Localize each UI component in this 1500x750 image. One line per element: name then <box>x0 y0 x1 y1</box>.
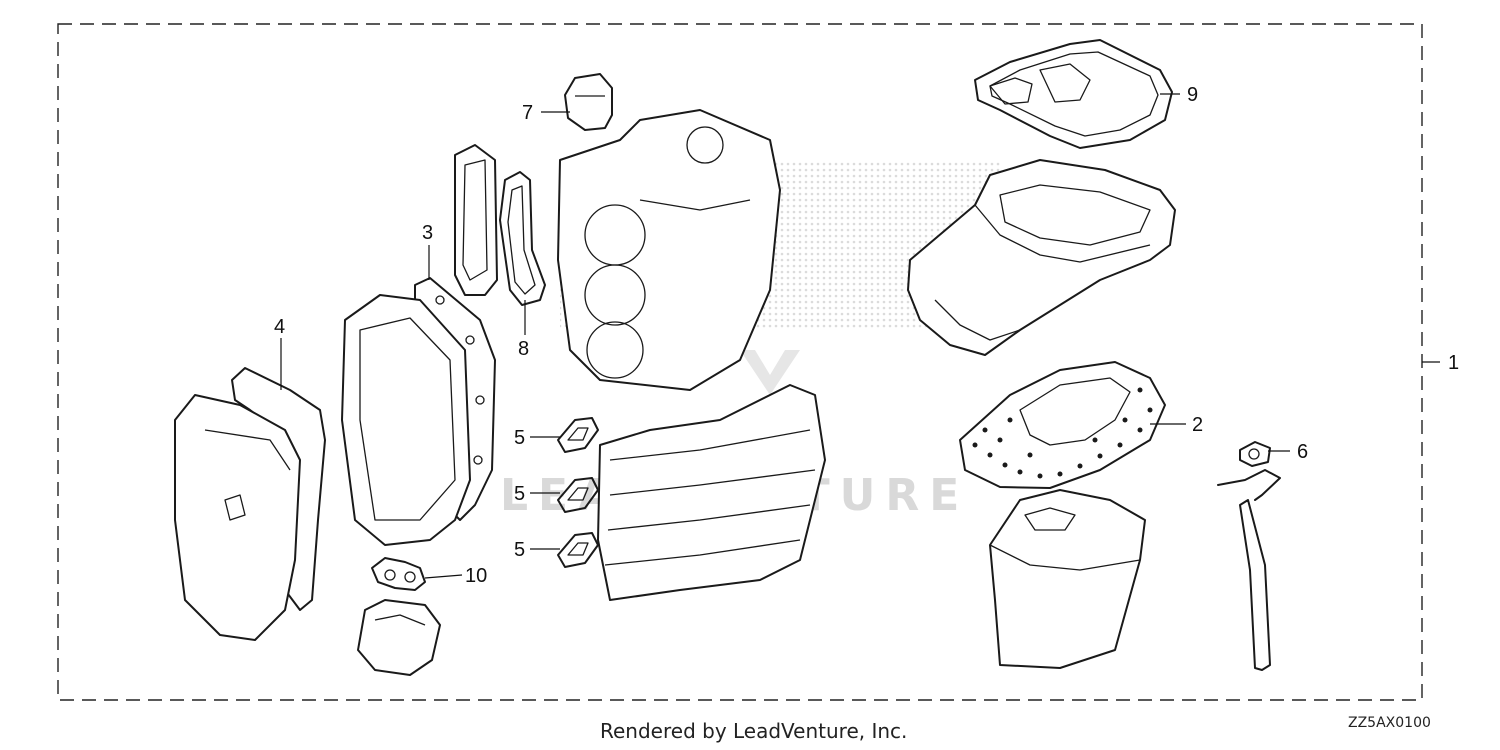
leader-lines <box>280 93 1440 579</box>
callout-2: 2 <box>1192 414 1203 436</box>
callout-10: 10 <box>465 565 487 587</box>
side-cover-plate <box>454 144 498 296</box>
callout-7: 7 <box>522 102 533 124</box>
part-2-base-gasket <box>959 361 1166 489</box>
callout-1: 1 <box>1448 352 1459 374</box>
callout-5c: 5 <box>514 539 525 561</box>
callout-4: 4 <box>274 316 285 338</box>
callout-6: 6 <box>1297 441 1308 463</box>
part-5-seal-b <box>557 477 599 513</box>
callout-5b: 5 <box>514 483 525 505</box>
cylinder-head <box>341 294 471 546</box>
exhaust-manifold <box>597 384 826 601</box>
part-10-gasket <box>371 557 426 591</box>
part-6-pipe-gasket <box>1239 441 1271 467</box>
callout-8: 8 <box>518 338 529 360</box>
drawing-code: ZZ5AX0100 <box>1348 715 1431 731</box>
gasket-holes <box>972 387 1153 479</box>
head-cover <box>174 394 301 641</box>
part-9-upper-gasket <box>974 39 1173 149</box>
part-5-seal-a <box>557 417 599 453</box>
callout-3: 3 <box>422 222 433 244</box>
part-7-cap-seal <box>564 73 613 131</box>
part-8-gasket <box>499 171 546 306</box>
oil-reservoir <box>989 489 1146 669</box>
oil-pan-housing <box>907 159 1176 356</box>
part-5-seal-c <box>557 532 599 568</box>
thermostat-housing <box>357 599 441 676</box>
callout-5a: 5 <box>514 427 525 449</box>
oil-pipe <box>1217 469 1281 671</box>
rendered-by-credit: Rendered by LeadVenture, Inc. <box>600 719 907 743</box>
callout-9: 9 <box>1187 84 1198 106</box>
cylinder-block <box>557 109 781 391</box>
